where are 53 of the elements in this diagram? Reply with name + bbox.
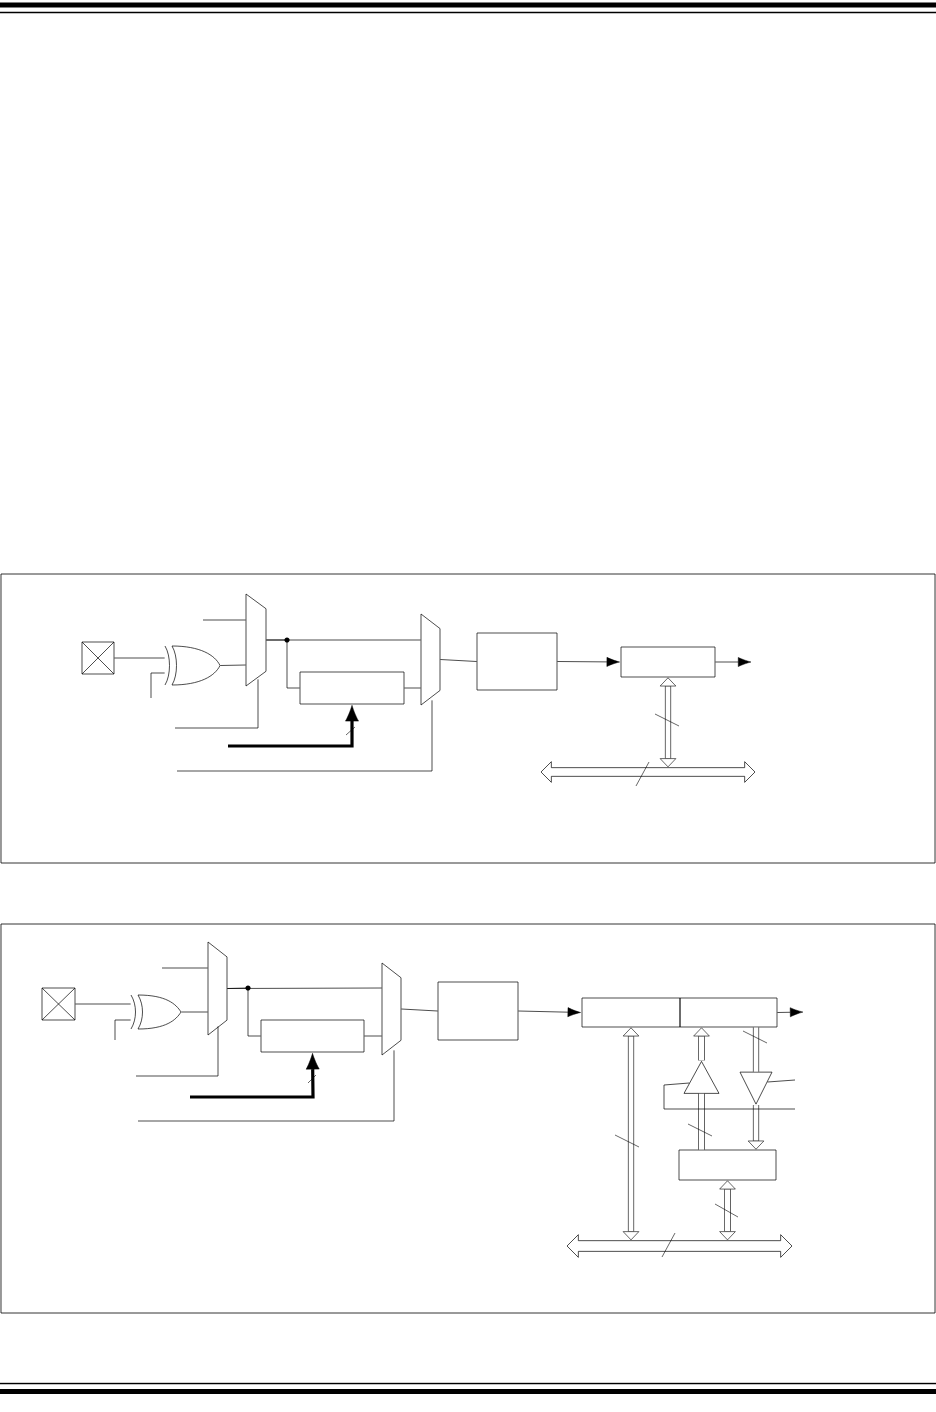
block-box bbox=[679, 997, 778, 1028]
block-box bbox=[299, 671, 405, 705]
buffer-triangle bbox=[683, 1061, 720, 1094]
buffer-triangle bbox=[739, 1071, 773, 1105]
arrow bbox=[190, 1053, 320, 1099]
multiplexer bbox=[245, 593, 267, 687]
wire bbox=[401, 1008, 438, 1012]
multiplexer bbox=[420, 613, 441, 706]
wire bbox=[150, 672, 165, 699]
arrow bbox=[777, 1007, 804, 1018]
pin-pad bbox=[81, 641, 115, 675]
wire bbox=[364, 1035, 382, 1037]
wire bbox=[135, 1026, 219, 1077]
wire bbox=[202, 619, 246, 621]
wire bbox=[767, 1079, 796, 1083]
wire bbox=[181, 1011, 208, 1013]
wire bbox=[174, 679, 259, 729]
wire bbox=[220, 664, 246, 666]
wire bbox=[176, 700, 433, 772]
wire bbox=[114, 1019, 131, 1041]
arrow bbox=[715, 657, 752, 667]
bus-arrow bbox=[693, 1027, 710, 1061]
wire bbox=[440, 659, 477, 662]
arrow bbox=[518, 1007, 581, 1017]
pin-pad bbox=[41, 987, 76, 1021]
wire bbox=[137, 1050, 395, 1122]
arrow bbox=[557, 657, 620, 667]
bus-wire bbox=[752, 1027, 760, 1072]
wire bbox=[75, 1003, 131, 1005]
wire bbox=[114, 657, 165, 659]
wire bbox=[161, 967, 208, 969]
xor-gate bbox=[130, 994, 182, 1030]
wire bbox=[266, 639, 300, 689]
wire bbox=[404, 687, 421, 689]
xor-gate bbox=[164, 645, 221, 686]
block-box bbox=[620, 646, 716, 678]
block-box bbox=[260, 1019, 365, 1053]
bus-arrow bbox=[566, 1234, 793, 1258]
arrow bbox=[228, 705, 359, 748]
bus-double-arrow bbox=[622, 1027, 640, 1241]
bus-double-arrow bbox=[719, 1180, 736, 1241]
multiplexer bbox=[207, 941, 228, 1036]
bus-wire bbox=[698, 1093, 705, 1150]
block-box bbox=[476, 632, 558, 691]
bus-arrow bbox=[540, 761, 756, 783]
bus-arrow bbox=[747, 1105, 765, 1150]
multiplexer bbox=[381, 962, 402, 1056]
wire bbox=[663, 1082, 796, 1110]
block-box bbox=[678, 1149, 777, 1181]
block-box bbox=[437, 981, 519, 1041]
block-box bbox=[581, 997, 681, 1028]
wire bbox=[227, 987, 261, 1037]
bus-double-arrow bbox=[659, 677, 677, 768]
